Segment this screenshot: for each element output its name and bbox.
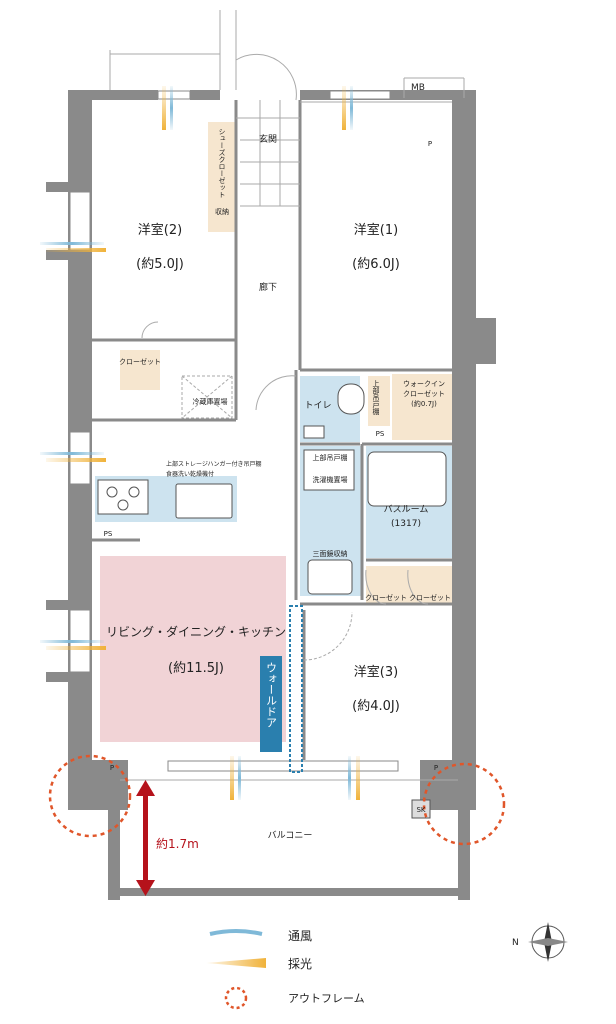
room2-size: (約5.0J) — [136, 257, 184, 272]
closet-room3-b-label: クローゼット — [409, 593, 451, 602]
room3-name: 洋室(3) — [354, 664, 398, 680]
balcony-label: バルコニー — [268, 830, 313, 841]
room1-name: 洋室(1) — [354, 222, 398, 238]
ldk-floor — [100, 556, 286, 742]
balcony-depth-arrow — [136, 780, 155, 896]
closet-room2-floor — [120, 350, 160, 390]
p-right-label: P — [434, 764, 438, 772]
closet-room3-a-label: クローゼット — [365, 593, 407, 602]
closet-room2-label: クローゼット — [119, 357, 161, 366]
wic-size: (約0.7J) — [411, 399, 437, 408]
shoes-closet-floor — [208, 122, 236, 232]
wic-label-2: クローゼット — [403, 389, 445, 398]
laundry-label: 洗濯機置場 — [313, 475, 348, 484]
walk-in-closet-floor — [392, 374, 454, 440]
outframe-circle-right — [422, 762, 506, 846]
room2-name: 洋室(2) — [138, 222, 182, 238]
toilet-upper-shelf-label: 上部吊戸棚 — [372, 379, 380, 416]
wall-door-badge — [260, 656, 282, 752]
ldk-name: リビング・ダイニング・キッチン — [106, 624, 286, 639]
compass-icon — [528, 922, 568, 962]
daylight-marks — [46, 86, 360, 800]
interior-walls — [92, 100, 452, 760]
legend-outframe-icon — [224, 986, 248, 1010]
toilet-label: トイレ — [304, 401, 331, 411]
legend-light-icon — [206, 958, 266, 968]
p-room1-label: P — [428, 140, 432, 148]
kitchen-note-2: 食器洗い乾燥機付 — [166, 470, 214, 478]
legend-outframe: アウトフレーム — [288, 992, 365, 1005]
compass-n-label: N — [512, 938, 519, 948]
upper-shelf-toilet — [368, 376, 390, 426]
kitchen-note-1: 上部ストレージハンガー付き吊戸棚 — [166, 460, 262, 468]
balcony-depth-label: 約1.7m — [156, 836, 199, 851]
mirror-storage-label: 三面鏡収納 — [313, 549, 348, 558]
room1-size: (約6.0J) — [352, 257, 400, 272]
wic-label-1: ウォークイン — [403, 380, 445, 388]
ps-toilet-label: PS — [376, 430, 385, 438]
legend-ventilation: 通風 — [288, 929, 312, 943]
legend-daylight: 採光 — [288, 957, 312, 971]
storage-label: 収納 — [215, 207, 229, 216]
sk-label: SK — [416, 806, 425, 814]
wash-upper-shelf-label: 上部吊戸棚 — [313, 453, 348, 462]
fridge-label: 冷蔵庫置場 — [193, 397, 228, 406]
legend-wind-icon — [209, 929, 263, 936]
ventilation-marks — [40, 86, 353, 800]
ps-kitchen-label: PS — [104, 530, 113, 538]
hallway-label: 廊下 — [259, 281, 277, 293]
room3-size: (約4.0J) — [352, 699, 400, 714]
ldk-size: (約11.5J) — [168, 661, 224, 676]
p-left-label: P — [110, 764, 114, 772]
wall-door-outline — [289, 605, 303, 773]
wall-door-label: ウォールドア — [265, 662, 278, 728]
entrance-label: 玄関 — [259, 133, 277, 145]
bathroom-label: バスルーム — [384, 504, 429, 515]
outframe-circle-left — [48, 754, 132, 838]
bathroom-size: (1317) — [391, 519, 421, 529]
mb-label: MB — [411, 83, 425, 93]
shoes-closet-label: シューズクローゼット — [218, 128, 226, 198]
